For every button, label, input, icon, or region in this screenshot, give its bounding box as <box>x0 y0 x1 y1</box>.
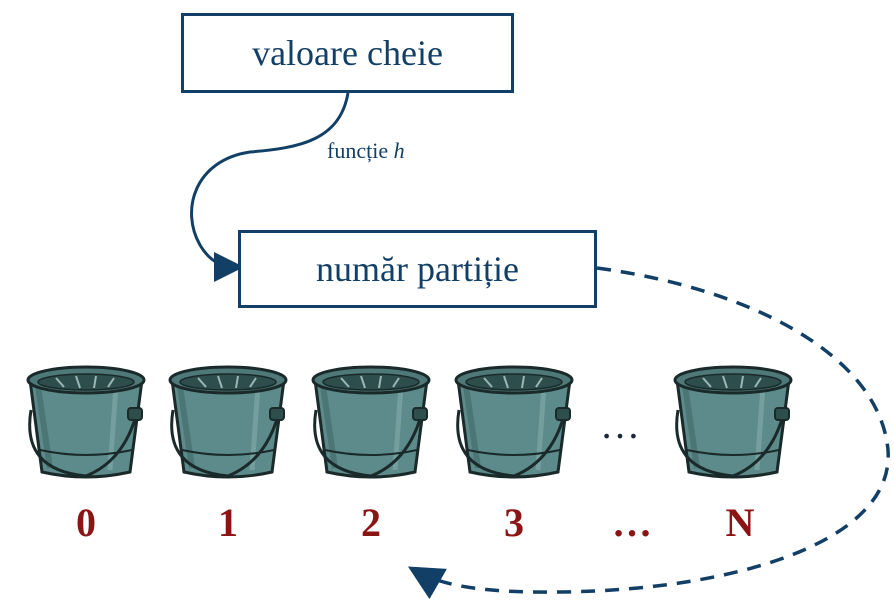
bucket-number: 2 <box>361 500 381 545</box>
bucket-icon <box>28 367 144 477</box>
bucket-number: N <box>725 500 755 545</box>
key-value-box: valoare cheie <box>181 13 514 93</box>
hash-function-label: funcție h <box>327 138 405 164</box>
dashed-loop-arrow <box>407 266 890 600</box>
bucket-number: … <box>612 500 652 545</box>
partition-number-box: număr partiție <box>238 230 597 308</box>
bucket-icon <box>675 367 791 477</box>
bucket-icon <box>170 367 286 477</box>
hash-function-arrow <box>190 92 350 282</box>
bucket-icon <box>313 367 429 477</box>
key-value-label: valoare cheie <box>252 33 443 73</box>
bucket-number: 3 <box>504 500 524 545</box>
bucket-ellipsis: … <box>600 402 640 447</box>
bucket-number: 0 <box>76 500 96 545</box>
partition-number-label: număr partiție <box>316 249 519 289</box>
bucket-number: 1 <box>218 500 238 545</box>
bucket-icon <box>456 367 572 477</box>
function-label-text: funcție <box>327 138 389 163</box>
function-label-var: h <box>393 138 405 163</box>
